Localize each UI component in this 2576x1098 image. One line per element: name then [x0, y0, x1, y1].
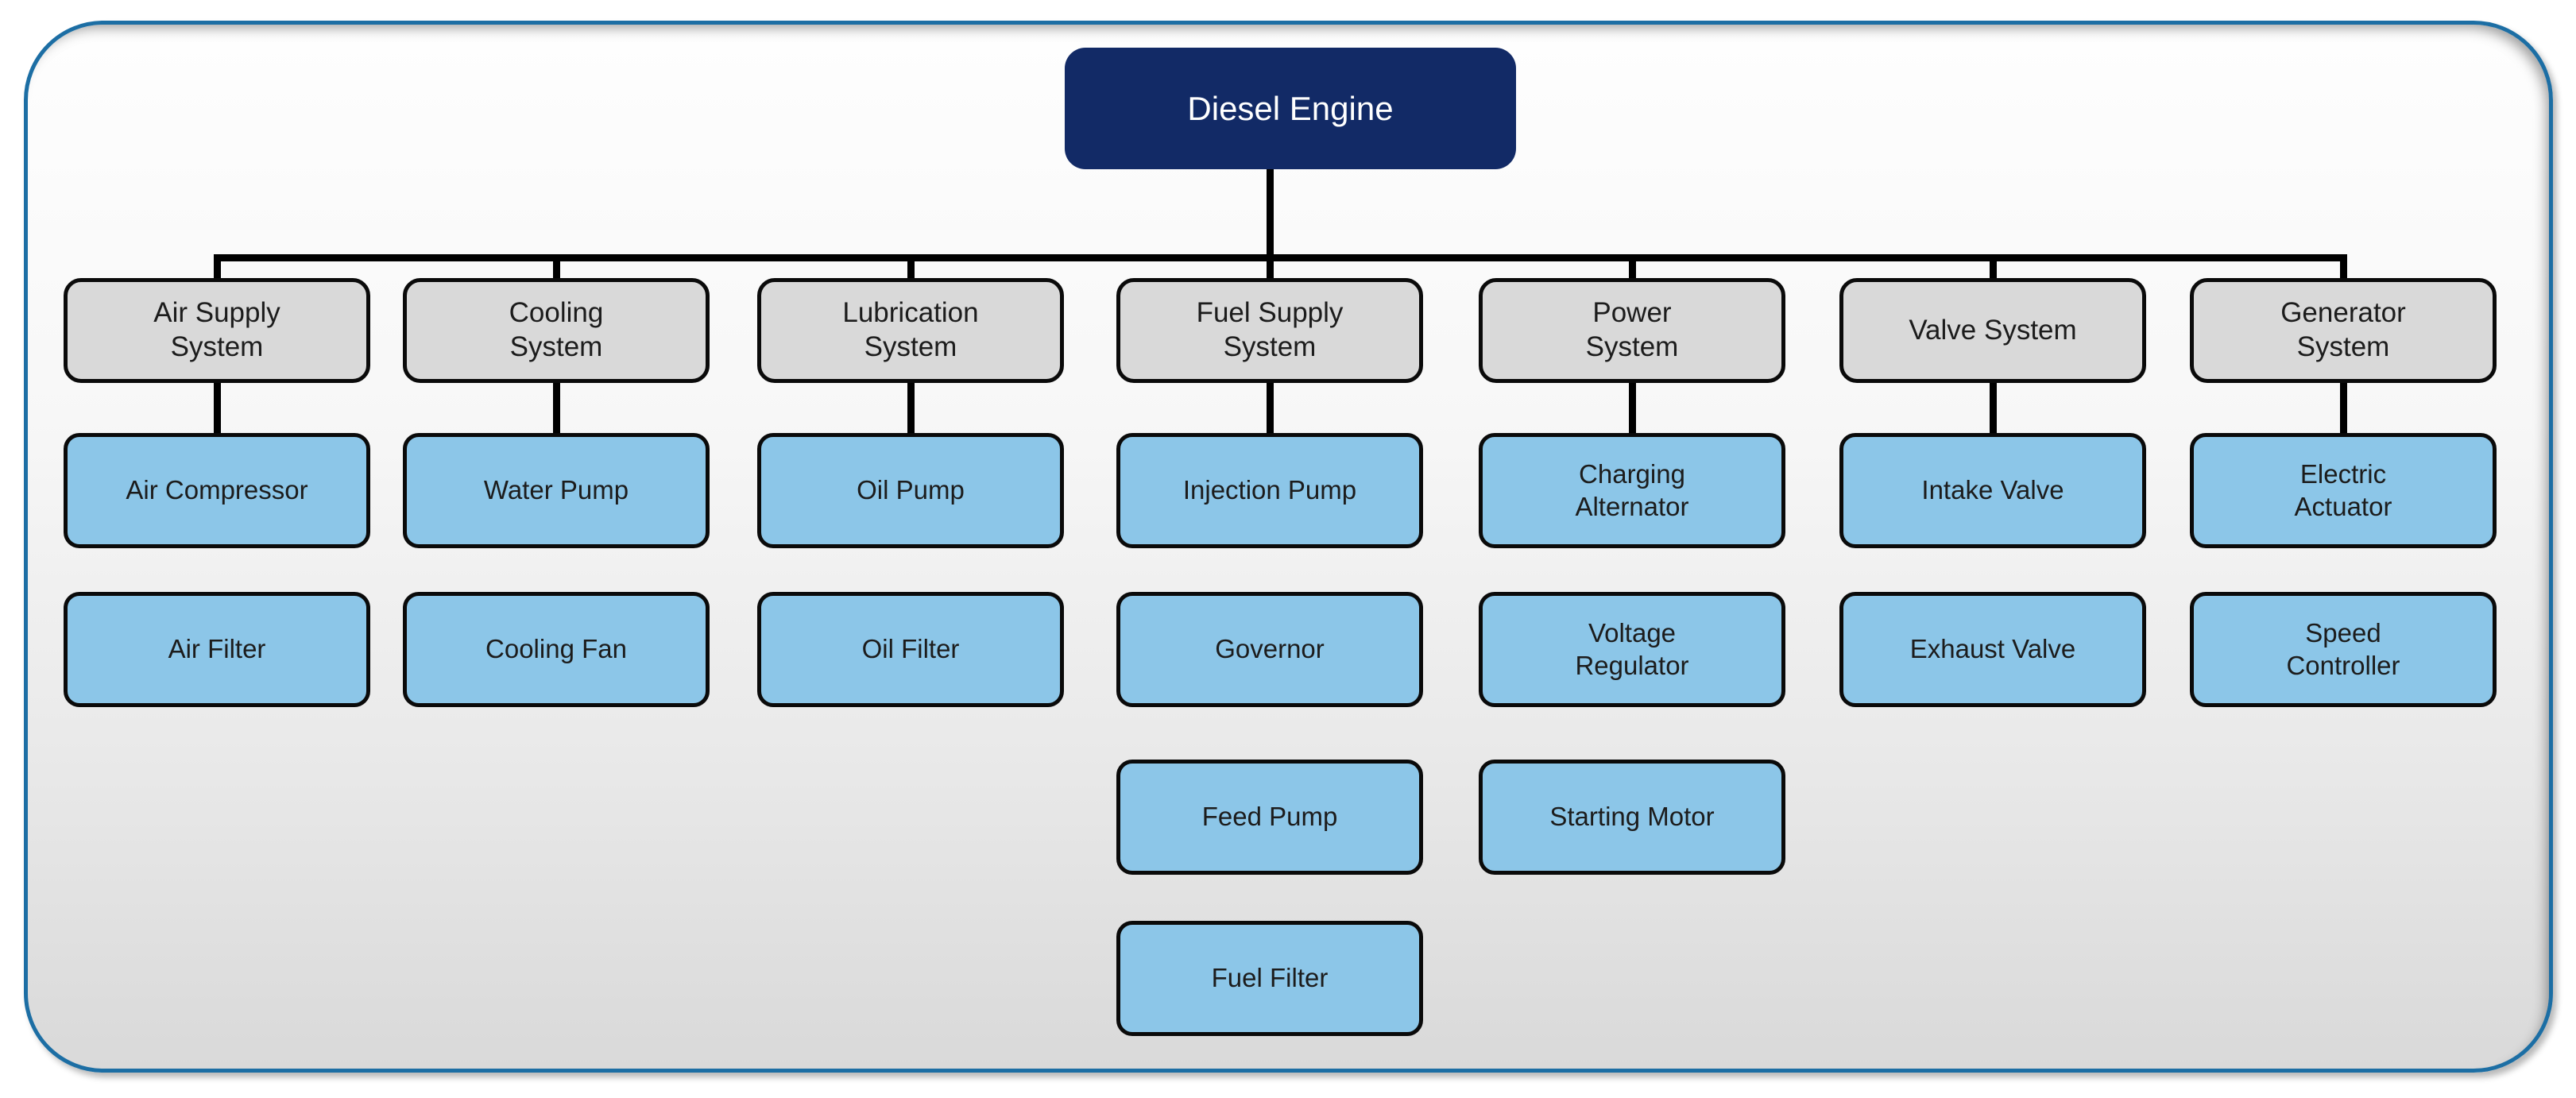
- component-node-electric-actuator: Electric Actuator: [2190, 433, 2497, 548]
- component-node-governor: Governor: [1116, 592, 1423, 707]
- connector-bus-drop-generator-system: [2340, 257, 2347, 281]
- system-header-fuel-supply-system: Fuel Supply System: [1116, 278, 1423, 383]
- system-header-lubrication-system: Lubrication System: [757, 278, 1064, 383]
- connector-header-child-air-supply-system: [214, 380, 221, 436]
- root-node-diesel-engine: Diesel Engine: [1065, 48, 1516, 169]
- connector-header-child-generator-system: [2340, 380, 2347, 436]
- connector-bus-drop-valve-system: [1990, 257, 1997, 281]
- system-header-cooling-system: Cooling System: [403, 278, 710, 383]
- system-header-air-supply-system: Air Supply System: [64, 278, 370, 383]
- component-node-air-filter: Air Filter: [64, 592, 370, 707]
- connector-bus: [214, 254, 2347, 261]
- connector-header-child-valve-system: [1990, 380, 1997, 436]
- connector-header-child-lubrication-system: [907, 380, 915, 436]
- component-node-feed-pump: Feed Pump: [1116, 760, 1423, 875]
- system-header-valve-system: Valve System: [1839, 278, 2146, 383]
- component-node-starting-motor: Starting Motor: [1479, 760, 1785, 875]
- component-node-air-compressor: Air Compressor: [64, 433, 370, 548]
- component-node-speed-controller: Speed Controller: [2190, 592, 2497, 707]
- component-node-oil-filter: Oil Filter: [757, 592, 1064, 707]
- component-node-injection-pump: Injection Pump: [1116, 433, 1423, 548]
- connector-header-child-fuel-supply-system: [1267, 380, 1274, 436]
- component-node-oil-pump: Oil Pump: [757, 433, 1064, 548]
- system-header-generator-system: Generator System: [2190, 278, 2497, 383]
- component-node-charging-alternator: Charging Alternator: [1479, 433, 1785, 548]
- connector-header-child-power-system: [1629, 380, 1636, 436]
- component-node-water-pump: Water Pump: [403, 433, 710, 548]
- system-header-power-system: Power System: [1479, 278, 1785, 383]
- connector-header-child-cooling-system: [553, 380, 560, 436]
- component-node-voltage-regulator: Voltage Regulator: [1479, 592, 1785, 707]
- component-node-cooling-fan: Cooling Fan: [403, 592, 710, 707]
- connector-bus-drop-fuel-supply-system: [1267, 257, 1274, 281]
- connector-bus-drop-air-supply-system: [214, 257, 221, 281]
- component-node-fuel-filter: Fuel Filter: [1116, 921, 1423, 1036]
- connector-root-stub: [1267, 165, 1274, 259]
- connector-bus-drop-lubrication-system: [907, 257, 915, 281]
- connector-bus-drop-cooling-system: [553, 257, 560, 281]
- connector-bus-drop-power-system: [1629, 257, 1636, 281]
- component-node-intake-valve: Intake Valve: [1839, 433, 2146, 548]
- component-node-exhaust-valve: Exhaust Valve: [1839, 592, 2146, 707]
